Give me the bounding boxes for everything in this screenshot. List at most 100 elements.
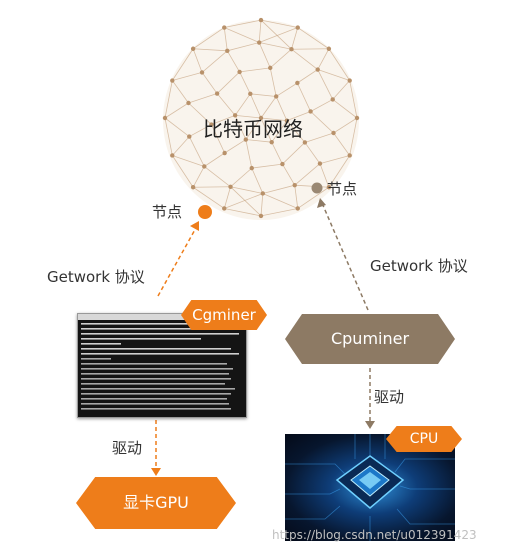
driver-arrowhead-cpu [365,421,375,429]
network-link [251,167,264,194]
network-link [317,48,330,70]
terminal-line [81,328,221,330]
network-link [349,80,358,119]
network-node [292,182,297,188]
network-node [199,70,205,75]
network-link [297,27,330,50]
network-link [317,69,334,100]
terminal-line [81,393,231,395]
network-link [172,155,205,167]
network-link [226,50,240,73]
network-link [332,80,350,100]
network-link [297,186,330,209]
network-node [248,91,253,97]
terminal-line [81,353,239,355]
driver-arrowhead-gpu [151,468,161,476]
cpuminer-badge: Cpuminer [285,314,455,364]
network-link [204,166,231,188]
terminal-line [81,363,227,365]
network-link [204,152,225,167]
network-link [192,48,203,73]
cgminer-to-node-arrow [157,225,198,297]
network-link [251,163,283,169]
network-node [308,109,313,114]
node-label-left: 节点 [152,203,183,221]
network-node [256,40,262,45]
network-link [260,193,264,216]
cpu-circuit-graphic [285,434,455,541]
network-node [186,100,191,106]
network-link [260,117,273,143]
cgminer-badge: Cgminer [181,300,267,330]
network-link [172,136,190,156]
network-link [291,48,318,70]
network-link [211,114,236,125]
network-node [237,69,242,75]
network-link [239,71,251,94]
network-link [245,117,262,140]
terminal-line [81,373,229,375]
network-link [227,42,260,52]
network-link [262,184,295,194]
network-link [201,50,228,73]
network-node [225,48,230,54]
network-node [228,184,233,189]
network-link [294,185,299,209]
network-link [286,120,306,143]
getwork-protocol-left: Getwork 协议 [47,268,145,286]
network-link [269,48,292,69]
network-link [192,186,225,209]
network-node [280,161,285,167]
network-link [275,96,288,121]
network-link [249,93,262,119]
terminal-line [81,378,231,380]
gpu-badge: 显卡GPU [76,477,236,529]
network-node [326,185,332,190]
network-link [192,27,225,50]
network-node [269,139,274,145]
network-node [170,153,175,158]
network-link [319,155,350,164]
cgminer-terminal-screenshot [77,313,247,418]
network-node [187,134,192,139]
network-link [223,186,231,209]
network-node [170,78,175,83]
network-node [315,67,320,72]
network-link [224,208,262,217]
network-link [164,117,190,137]
network-link [328,48,351,81]
network-link [259,42,292,50]
network-node [190,46,196,51]
network-node [232,113,238,118]
network-link [230,186,263,194]
network-node [295,80,300,86]
network-link [258,42,271,69]
network-link [282,163,296,186]
watermark: https://blog.csdn.net/u012391423 [272,528,477,542]
network-node [330,97,335,102]
network-link [164,117,173,156]
network-link [188,102,212,125]
terminal-line [81,343,121,345]
network-link [271,142,283,165]
network-link [192,166,205,188]
network-link [328,155,351,188]
driver-label-right: 驱动 [374,388,405,406]
network-link [275,82,298,97]
network-link [235,114,262,119]
network-link [171,155,194,188]
network-link [260,96,277,119]
network-node [209,122,214,127]
network-link [349,117,358,156]
network-link [230,167,253,188]
network-node [317,161,323,166]
network-link [294,163,321,186]
network-link [216,71,240,94]
network-link [172,72,203,81]
terminal-line [81,383,225,385]
network-link [171,80,189,104]
network-node [222,25,227,30]
network-link [304,132,334,143]
network-link [223,27,228,51]
